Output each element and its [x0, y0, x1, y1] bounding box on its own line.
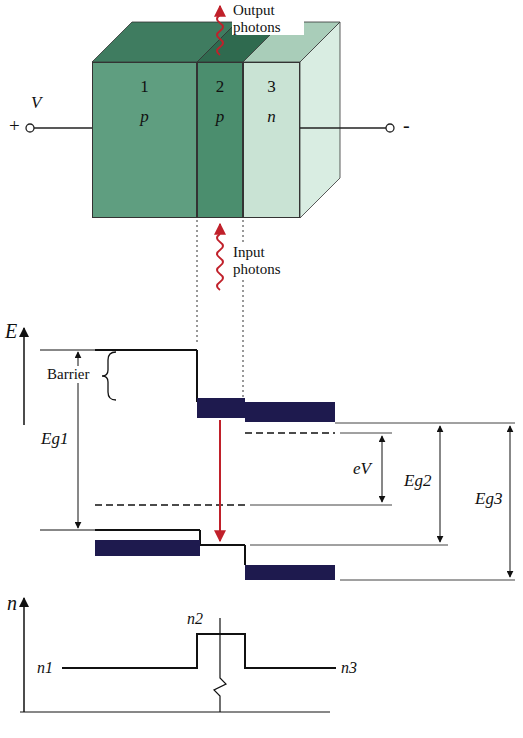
terminal-sign: +	[8, 116, 21, 137]
axis-label: E	[4, 320, 18, 342]
bandgap-label: Eg3	[474, 490, 503, 509]
axis-label: n	[6, 592, 18, 614]
semiconductor-layer: 2p	[197, 62, 243, 218]
index-label: n1	[36, 659, 54, 677]
bandgap-label: Eg1	[40, 430, 69, 449]
semiconductor-layer: 3n	[243, 62, 300, 218]
doping-type: p	[198, 107, 242, 127]
voltage-label: V	[30, 94, 42, 113]
bandgap-label: Eg2	[403, 472, 432, 491]
layer-number: 3	[244, 77, 299, 97]
semiconductor-layer: 1p	[92, 62, 197, 218]
voltage-energy-label: eV	[352, 460, 372, 479]
index-label: n2	[186, 610, 204, 628]
layer-number: 2	[198, 77, 242, 97]
doping-type: p	[93, 107, 196, 127]
doping-type: n	[244, 107, 299, 127]
layer-number: 1	[93, 77, 196, 97]
terminal-sign: -	[402, 114, 411, 136]
barrier-label: Barrier	[46, 366, 90, 383]
photon-label: Input photons	[232, 244, 304, 277]
index-label: n3	[340, 659, 358, 677]
photon-label: Output photons	[232, 2, 304, 35]
